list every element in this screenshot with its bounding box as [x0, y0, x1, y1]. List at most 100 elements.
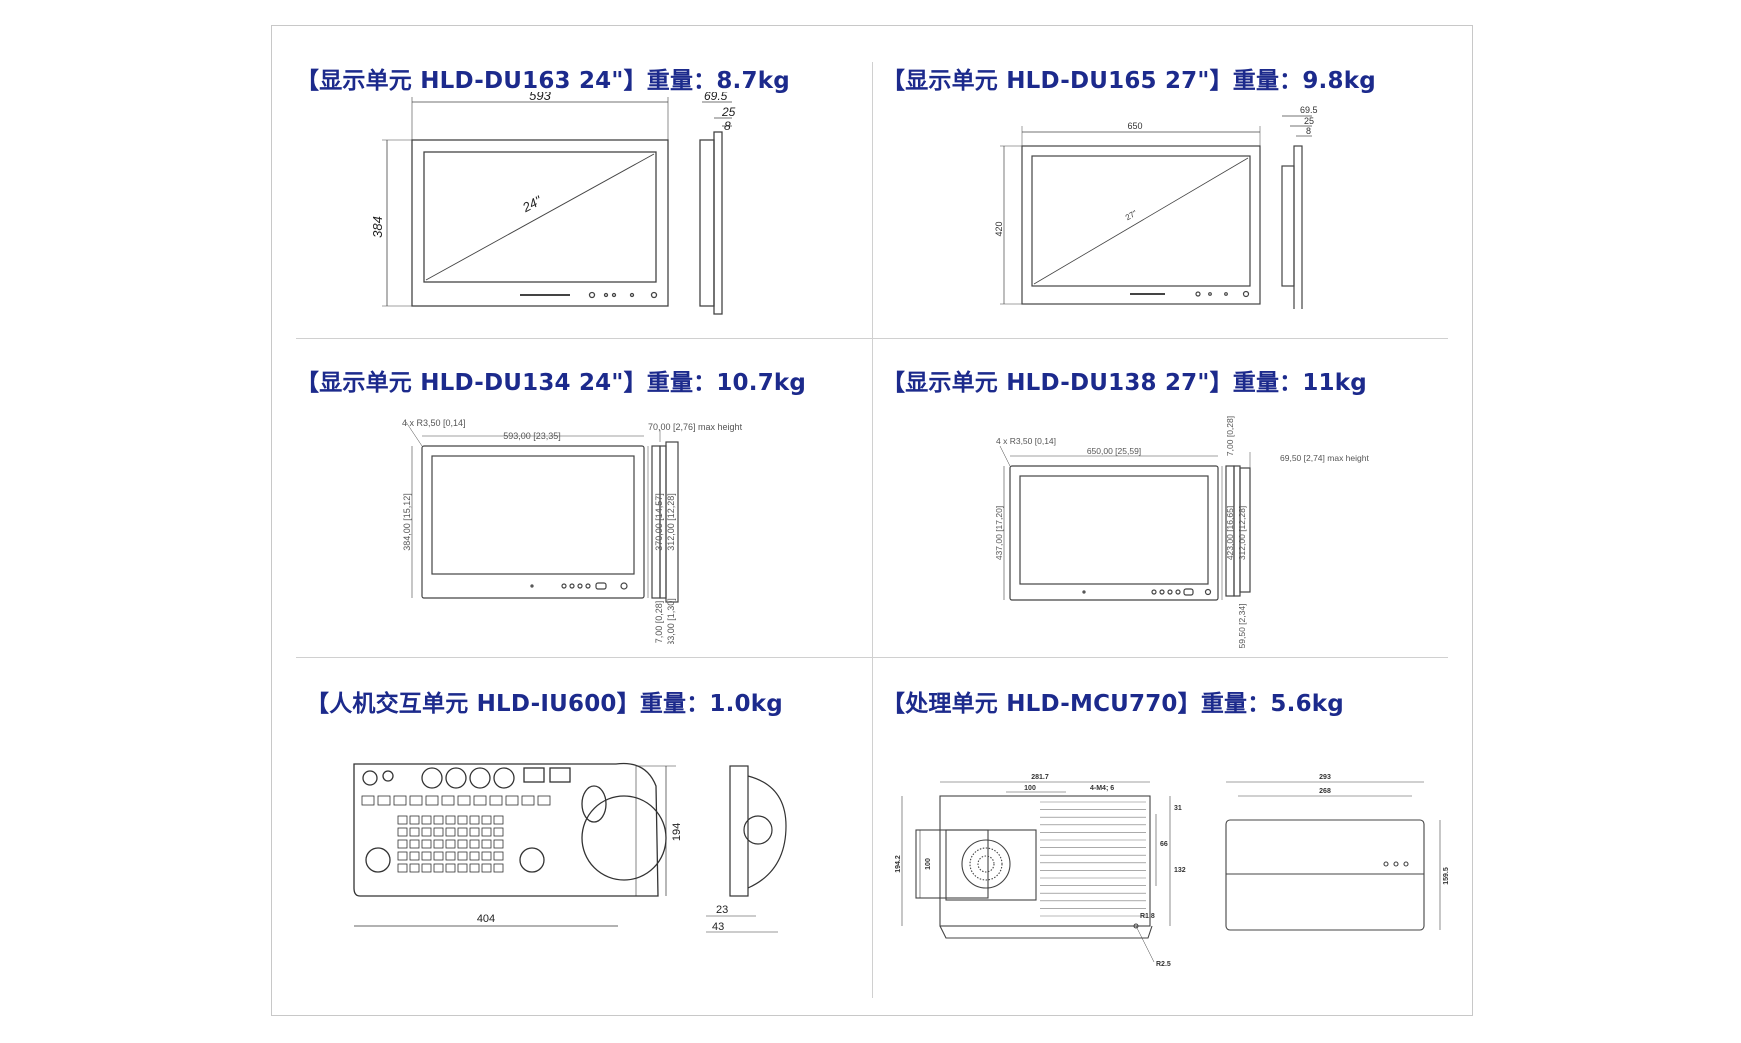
key: [397, 851, 408, 861]
key: [469, 863, 480, 873]
key: [469, 851, 480, 861]
key: [493, 851, 504, 861]
dim-inner-height-1: 370,00 [14,57]: [654, 493, 664, 551]
key: [481, 851, 492, 861]
key: [433, 851, 444, 861]
panel-title-mcu770: 【处理单元 HLD-MCU770】重量：5.6kg: [882, 691, 1344, 717]
key: [481, 815, 492, 825]
row-divider-2: [296, 657, 1448, 658]
key: [457, 839, 468, 849]
key: [433, 839, 444, 849]
row-divider-1: [296, 338, 1448, 339]
dim-bottom-1: 7,00 [0,28]: [654, 601, 664, 644]
dim-side-b: 43: [712, 921, 724, 933]
dim-d8: 100: [925, 858, 932, 870]
document-frame: [271, 25, 1473, 1016]
dim-height: 420: [994, 221, 1004, 236]
dim-d1: 281.7: [1031, 774, 1049, 781]
key: [445, 863, 456, 873]
dim-bottom-2: 33,00 [1,30]: [666, 598, 676, 644]
dim-diagonal: 24": [519, 192, 545, 215]
drawing-du134: 4 x R3,50 [0,14] 593,00 [23,35] 384,00 […: [402, 418, 743, 644]
key: [421, 815, 432, 825]
dim-side-c: 8: [1306, 126, 1311, 136]
dim-bottom: 59,50 [2,34]: [1237, 604, 1247, 649]
dim-holes: 4-M4; 6: [1090, 785, 1114, 792]
key: [433, 827, 444, 837]
key: [481, 863, 492, 873]
key: [397, 815, 408, 825]
dim-d7: 194.2: [895, 855, 902, 873]
dim-height: 384,00 [15,12]: [402, 493, 412, 551]
key: [397, 839, 408, 849]
dim-side-b: 25: [1304, 116, 1314, 126]
panel-title-du134: 【显示单元 HLD-DU134 24"】重量：10.7kg: [296, 370, 807, 396]
key: [445, 851, 456, 861]
key: [421, 839, 432, 849]
key: [421, 827, 432, 837]
key: [469, 815, 480, 825]
drawing-mcu770: 281.7 100 4-M4; 6 31 66 132 194.2 100 R1…: [895, 774, 1450, 968]
dim-height: 194: [671, 823, 683, 841]
keypad: [361, 795, 551, 873]
key: [469, 839, 480, 849]
panel-title-du163: 【显示单元 HLD-DU163 24"】重量：8.7kg: [296, 68, 790, 94]
key: [457, 851, 468, 861]
key: [457, 815, 468, 825]
dim-side-a: 69.5: [1300, 105, 1318, 115]
function-key: [425, 795, 439, 806]
key: [457, 863, 468, 873]
key: [481, 839, 492, 849]
drawing-du163: 593 384 24" 69.5 25 8: [370, 92, 736, 315]
panel-title-du165: 【显示单元 HLD-DU165 27"】重量：9.8kg: [882, 68, 1376, 94]
dim-w2: 268: [1319, 788, 1331, 795]
key: [409, 839, 420, 849]
function-key: [473, 795, 487, 806]
dim-side-c: 8: [724, 119, 731, 133]
dim-depth: 70,00 [2,76] max height: [648, 422, 743, 432]
key: [493, 839, 504, 849]
key: [493, 863, 504, 873]
key: [445, 815, 456, 825]
key: [409, 851, 420, 861]
function-key: [393, 795, 407, 806]
heatsink-fins: [1040, 801, 1146, 917]
key: [457, 827, 468, 837]
function-key: [377, 795, 391, 806]
dim-width: 650: [1127, 121, 1142, 131]
dim-width: 593: [529, 92, 551, 103]
function-key: [457, 795, 471, 806]
function-key: [537, 795, 551, 806]
dim-h1: 159.5: [1443, 867, 1450, 885]
dim-radius: 4 x R3,50 [0,14]: [402, 418, 466, 428]
dim-side-a: 23: [716, 904, 728, 916]
drawing-du138: 4 x R3,50 [0,14] 650,00 [25,59] 437,00 […: [994, 416, 1369, 649]
function-key: [409, 795, 423, 806]
key: [409, 827, 420, 837]
key: [421, 851, 432, 861]
dim-inner-height-2: 312,00 [12,28]: [666, 493, 676, 551]
dim-d5: 66: [1160, 841, 1168, 848]
dim-inner-height-2: 312,00 [12,28]: [1237, 506, 1247, 560]
key: [469, 827, 480, 837]
drawing-du165: 650 420 27" 69.5 25 8: [994, 105, 1318, 309]
key: [397, 827, 408, 837]
dim-w1: 293: [1319, 774, 1331, 781]
function-key: [521, 795, 535, 806]
key: [493, 815, 504, 825]
dim-side-b: 25: [721, 105, 736, 119]
dim-diagonal: 27": [1124, 208, 1139, 222]
dim-r2: R2.5: [1156, 961, 1171, 968]
function-key: [361, 795, 375, 806]
panel-title-du138: 【显示单元 HLD-DU138 27"】重量：11kg: [882, 370, 1367, 396]
key: [445, 827, 456, 837]
dim-d6: 132: [1174, 867, 1186, 874]
function-key: [505, 795, 519, 806]
key: [493, 827, 504, 837]
column-divider: [872, 62, 873, 998]
key: [445, 839, 456, 849]
dim-top: 7,00 [0,28]: [1225, 416, 1235, 456]
dim-width: 593,00 [23,35]: [503, 431, 561, 441]
function-key: [441, 795, 455, 806]
dim-radius: 4 x R3,50 [0,14]: [996, 436, 1056, 446]
